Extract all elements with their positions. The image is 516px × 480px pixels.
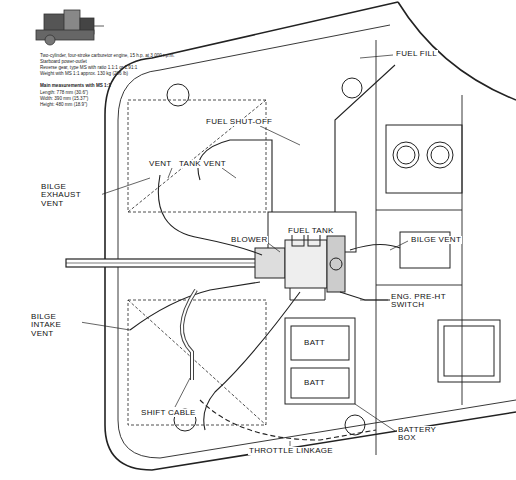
callout-label: BILGE VENT	[410, 236, 462, 244]
hatch-inner	[444, 326, 494, 376]
callout-label: FUEL FILL	[395, 50, 438, 58]
spec-text: Reverse gear, type MS with ratio 1.1:1 o…	[40, 66, 137, 71]
callout-label: BATT	[303, 379, 326, 387]
callout-label: SHIFT CABLE	[140, 409, 197, 417]
hull-inner	[118, 25, 516, 458]
callout-label: BATTERY BOX	[397, 426, 443, 443]
engine	[255, 232, 345, 300]
spec-text: Weight with MS 1:1 approx. 130 kg (286 l…	[40, 72, 128, 77]
spec-text: Two-cylinder, four-stroke carburetor eng…	[40, 54, 175, 59]
hatch	[438, 320, 500, 382]
callout-label: VENT	[148, 160, 173, 168]
hull-outline	[105, 2, 516, 470]
callout-label: TANK VENT	[178, 160, 227, 168]
callout-label: FUEL TANK	[287, 227, 335, 235]
spec-text: Height: 480 mm (18.9")	[40, 103, 87, 108]
instrument-panel	[386, 125, 462, 193]
callout-label: ENG. PRE-HT SWITCH	[390, 293, 452, 310]
propeller-shaft	[66, 259, 256, 267]
battery-box	[285, 318, 355, 404]
spec-text: Length: 778 mm (30.6")	[40, 91, 88, 96]
callout-label: BLOWER	[230, 236, 268, 244]
engine-sketch	[36, 10, 104, 45]
callout-label: FUEL SHUT-OFF	[205, 118, 273, 126]
callout-label: BATT	[303, 339, 326, 347]
callout-label: BILGE EXHAUST VENT	[40, 183, 102, 208]
spec-heading: Main measurements with MS 1:1	[40, 84, 111, 89]
spec-text: Width: 390 mm (15.37")	[40, 97, 88, 102]
spec-text: Starboard power-outlet	[40, 60, 87, 65]
hoses	[130, 65, 400, 440]
callout-label: THROTTLE LINKAGE	[248, 447, 334, 455]
leader-lines	[80, 55, 408, 446]
callout-label: BILGE INTAKE VENT	[30, 313, 82, 338]
